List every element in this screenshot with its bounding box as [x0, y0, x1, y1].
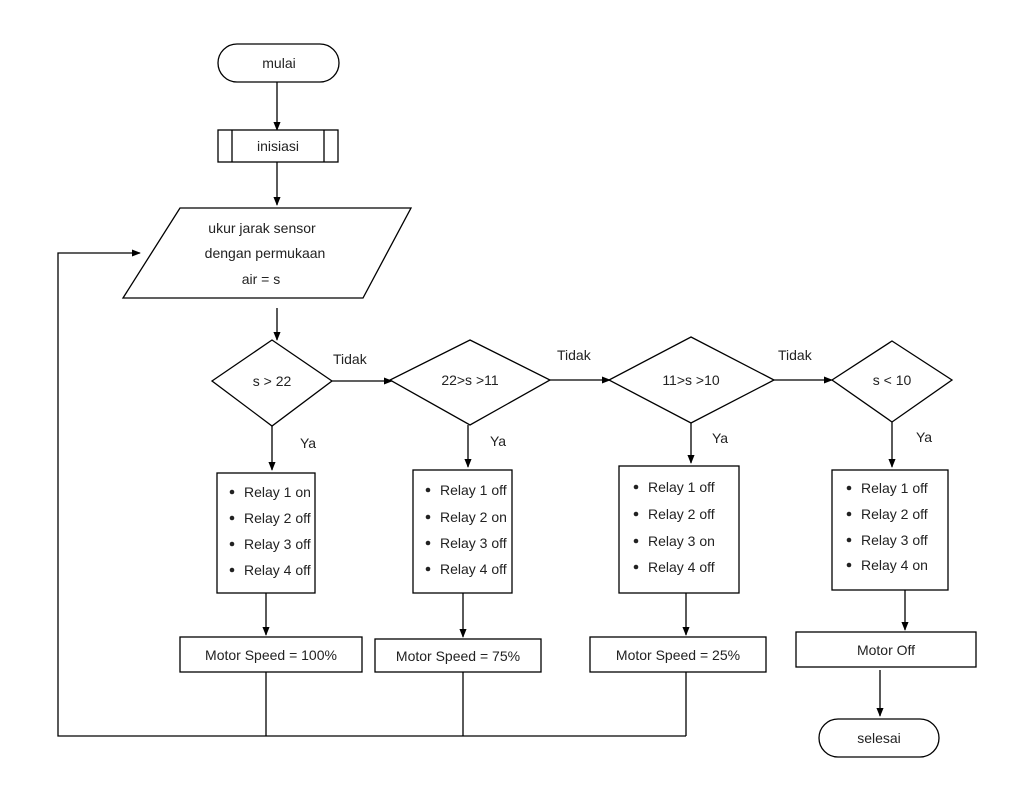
decision-4: s < 10: [830, 340, 954, 423]
init-process: inisiasi: [217, 129, 339, 163]
end-label: selesai: [857, 730, 901, 746]
relay-box-4-item-2: Relay 2 off: [861, 506, 928, 522]
relay-box-1-item-1: Relay 1 on: [244, 484, 311, 500]
decision-1-condition: s > 22: [253, 373, 292, 389]
relay-box-3-item-4: Relay 4 off: [648, 559, 715, 575]
relay-box-3-item-2: Relay 2 off: [648, 506, 715, 522]
measure-input: ukur jarak sensor dengan permukaan air =…: [121, 207, 413, 299]
motor-box-3: Motor Speed = 25%: [589, 636, 767, 673]
relay-box-2: Relay 1 off Relay 2 on Relay 3 off Relay…: [412, 469, 513, 594]
start-label: mulai: [262, 55, 295, 71]
connectors: [57, 82, 909, 737]
start-terminator: mulai: [217, 43, 340, 83]
motor-box-1-label: Motor Speed = 100%: [205, 647, 337, 663]
yes-label-2: Ya: [490, 433, 506, 449]
decision-2-condition: 22>s >11: [441, 372, 499, 388]
no-label-2: Tidak: [557, 347, 592, 363]
decision-1: s > 22: [210, 339, 334, 427]
loop-back-line: [57, 249, 686, 737]
relay-box-4-item-1: Relay 1 off: [861, 480, 928, 496]
relay-box-3-item-3: Relay 3 on: [648, 533, 715, 549]
relay-box-1-item-4: Relay 4 off: [244, 562, 311, 578]
motor-box-2: Motor Speed = 75%: [374, 638, 542, 673]
relay-box-1-item-3: Relay 3 off: [244, 536, 311, 552]
relay-box-4-item-4: Relay 4 on: [861, 557, 928, 573]
measure-line-3: air = s: [242, 271, 281, 287]
motor-box-2-label: Motor Speed = 75%: [396, 648, 520, 664]
relay-box-4-item-3: Relay 3 off: [861, 532, 928, 548]
yes-label-3: Ya: [712, 430, 728, 446]
relay-box-2-item-1: Relay 1 off: [440, 482, 507, 498]
init-label: inisiasi: [257, 138, 299, 154]
relay-box-1: Relay 1 on Relay 2 off Relay 3 off Relay…: [216, 472, 316, 594]
relay-box-2-item-2: Relay 2 on: [440, 509, 507, 525]
motor-box-4: Motor Off: [795, 631, 977, 668]
relay-box-2-item-4: Relay 4 off: [440, 561, 507, 577]
measure-line-2: dengan permukaan: [205, 245, 326, 261]
relay-box-3: Relay 1 off Relay 2 off Relay 3 on Relay…: [618, 465, 740, 594]
relay-box-1-item-2: Relay 2 off: [244, 510, 311, 526]
measure-line-1: ukur jarak sensor: [208, 220, 316, 236]
no-label-1: Tidak: [333, 351, 368, 367]
decision-2: 22>s >11: [388, 339, 552, 426]
yes-label-4: Ya: [916, 429, 932, 445]
no-label-3: Tidak: [778, 347, 813, 363]
yes-label-1: Ya: [300, 435, 316, 451]
decision-4-condition: s < 10: [873, 372, 912, 388]
motor-box-3-label: Motor Speed = 25%: [616, 647, 740, 663]
motor-box-4-label: Motor Off: [857, 642, 915, 658]
branch-labels: Tidak Tidak Tidak Ya Ya Ya Ya: [300, 347, 932, 451]
decision-3-condition: 11>s >10: [662, 372, 720, 388]
relay-box-2-item-3: Relay 3 off: [440, 535, 507, 551]
motor-box-1: Motor Speed = 100%: [179, 636, 363, 673]
decision-3: 11>s >10: [607, 336, 776, 424]
relay-box-3-item-1: Relay 1 off: [648, 479, 715, 495]
relay-box-4: Relay 1 off Relay 2 off Relay 3 off Rela…: [831, 469, 949, 591]
end-terminator: selesai: [818, 718, 940, 758]
